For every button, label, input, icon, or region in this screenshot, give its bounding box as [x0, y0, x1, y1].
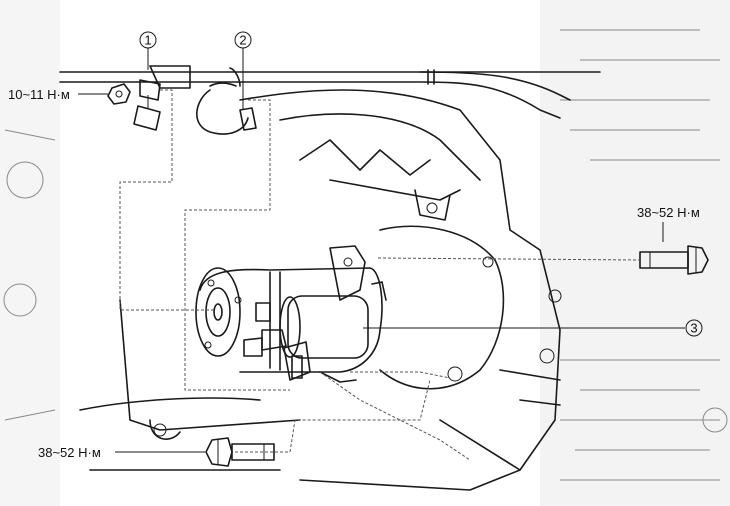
transmission-housing [79, 89, 562, 491]
callout-2-number: 2 [239, 33, 246, 48]
flange-nut [107, 83, 131, 105]
callout-2: 2 [234, 31, 252, 49]
mounting-bolt-lower [205, 437, 275, 467]
torque-label-lower-bolt: 38~52 Н·м [38, 445, 101, 460]
ground-wire [196, 82, 257, 135]
wiring-harness [59, 67, 601, 119]
alignment-dashes [119, 89, 641, 461]
torque-label-nut: 10~11 Н·м [8, 87, 70, 102]
starter-motor [195, 245, 387, 383]
mounting-bolt-upper [639, 245, 709, 275]
torque-label-upper-bolt: 38~52 Н·м [637, 205, 700, 220]
harness-clamp [133, 65, 191, 131]
callout-1: 1 [139, 31, 157, 49]
callout-1-number: 1 [144, 33, 151, 48]
leader-lines [78, 48, 685, 453]
callout-3-number: 3 [690, 321, 697, 336]
callout-3: 3 [685, 319, 703, 337]
